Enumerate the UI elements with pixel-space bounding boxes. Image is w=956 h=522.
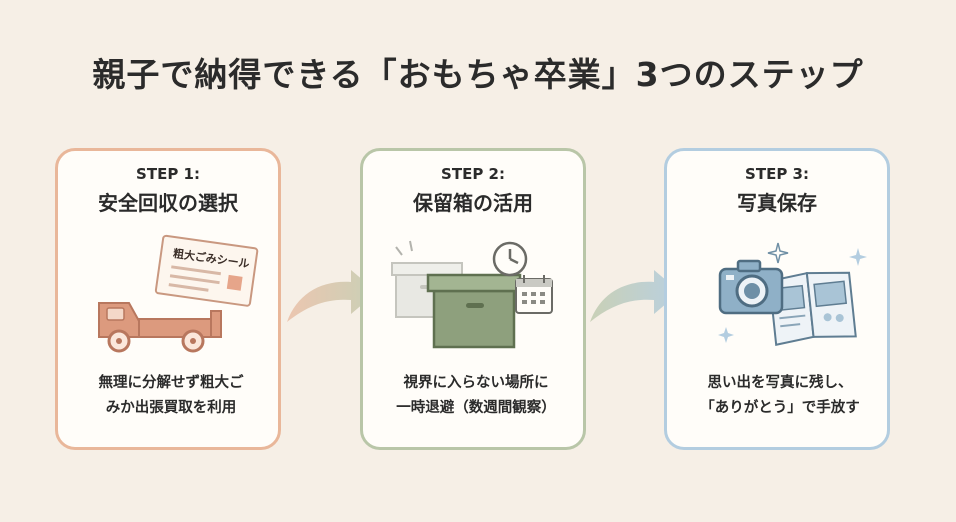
step-label: STEP 2: (441, 165, 505, 183)
page-title: 親子で納得できる「おもちゃ卒業」3つのステップ (92, 55, 864, 94)
step-description: 無理に分解せず粗大ご みか出張買取を利用 (98, 375, 244, 416)
step-description: 思い出を写真に残し、 「ありがとう」で手放す (700, 375, 860, 416)
step-description: 視界に入らない場所に 一時退避（数週間観察） (396, 375, 556, 416)
step-label: STEP 1: (136, 165, 200, 183)
step-label: STEP 3: (745, 165, 809, 183)
step-title: 写真保存 (737, 191, 817, 215)
step-title: 保留箱の活用 (413, 191, 533, 215)
step-title: 安全回収の選択 (98, 191, 238, 215)
step-card-3: STEP 3: 写真保存 思い出を写真に残し、 「ありがとう」で手放す (664, 148, 890, 450)
step-card-1: STEP 1: 安全回収の選択 粗大ごみシール 無理に分解せず粗大ご みか出張買… (55, 148, 281, 450)
curved-arrow-icon (590, 270, 680, 322)
truck-icon: 粗大ごみシール (98, 234, 259, 353)
storage-box-icon (391, 240, 553, 349)
camera-album-icon (718, 242, 867, 346)
curved-arrow-icon (287, 270, 377, 322)
step-card-2: STEP 2: 保留箱の活用 視界に入らない場所に 一時退避（数週間観察） (360, 148, 586, 450)
